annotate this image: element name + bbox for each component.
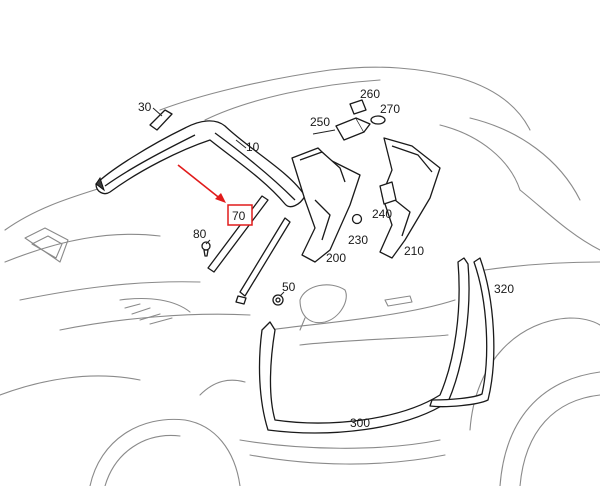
part-270-cap — [370, 115, 386, 125]
part-labels: 30 10 70 80 50 200 210 230 240 250 260 2… — [138, 87, 514, 430]
label-50: 50 — [282, 280, 296, 294]
highlight-arrow — [177, 164, 223, 201]
part-80-clip — [201, 241, 211, 257]
highlight-box — [227, 204, 253, 226]
highlight-arrowhead — [215, 193, 226, 203]
leader-lines — [152, 107, 336, 297]
label-300: 300 — [350, 416, 370, 430]
label-250: 250 — [310, 115, 330, 129]
car-body-outline — [0, 66, 600, 486]
label-230: 230 — [348, 233, 368, 247]
part-50-grommet — [272, 294, 284, 306]
part-10-windscreen-frame — [95, 120, 306, 208]
label-30: 30 — [138, 100, 152, 114]
label-270: 270 — [380, 102, 400, 116]
label-240: 240 — [372, 207, 392, 221]
label-10: 10 — [246, 140, 260, 154]
part-320-rear-seal — [429, 257, 495, 408]
part-300-door-seal — [258, 257, 470, 434]
part-200-pillar-panel — [291, 147, 361, 263]
label-210: 210 — [404, 244, 424, 258]
label-80: 80 — [193, 227, 207, 241]
part-240-bracket — [379, 181, 397, 205]
highlight-part-70 — [177, 164, 253, 226]
label-70: 70 — [232, 209, 246, 223]
label-320: 320 — [494, 282, 514, 296]
label-260: 260 — [360, 87, 380, 101]
part-260-sensor — [349, 99, 367, 115]
part-250-holder — [335, 117, 371, 141]
part-230-clip — [351, 213, 363, 225]
label-200: 200 — [326, 251, 346, 265]
part-30-trim-strip — [149, 109, 173, 131]
